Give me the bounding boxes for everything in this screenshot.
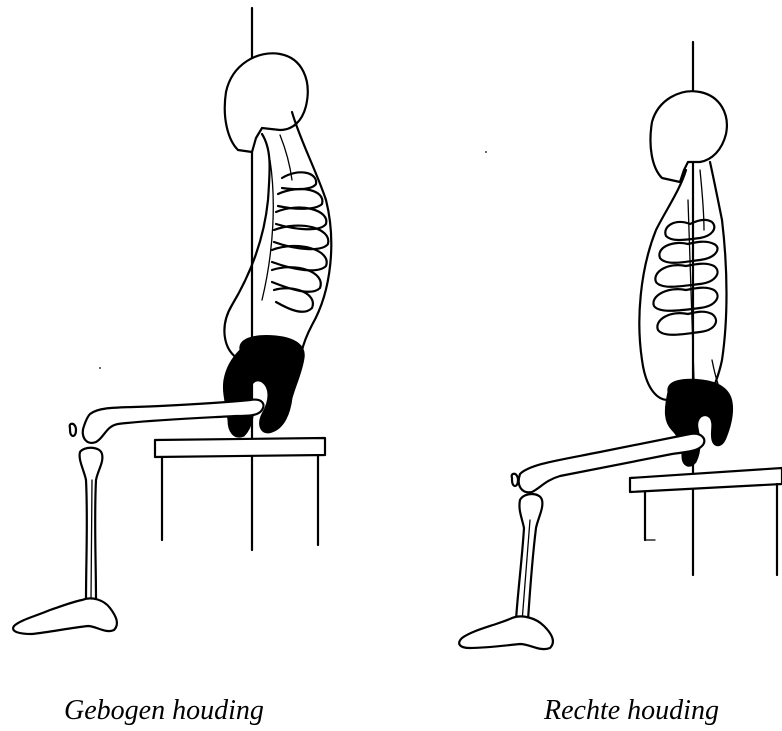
bent-posture-figure (13, 8, 331, 634)
stray-mark (485, 151, 487, 153)
caption-straight-posture: Rechte houding (544, 697, 719, 725)
right-stool (630, 468, 782, 575)
right-ribcage (653, 220, 717, 335)
left-patella (70, 424, 76, 436)
left-pelvis (223, 336, 304, 438)
left-skull (225, 53, 308, 152)
left-foot (13, 598, 117, 634)
caption-bent-posture: Gebogen houding (64, 697, 264, 725)
right-patella (512, 474, 518, 486)
left-stool (155, 438, 325, 545)
left-torso-outline (224, 134, 269, 360)
right-skull (650, 91, 726, 182)
right-tibia (514, 494, 542, 632)
stray-mark (99, 367, 101, 369)
right-foot (459, 616, 553, 649)
left-ribcage (272, 172, 328, 311)
straight-posture-figure (459, 42, 782, 649)
